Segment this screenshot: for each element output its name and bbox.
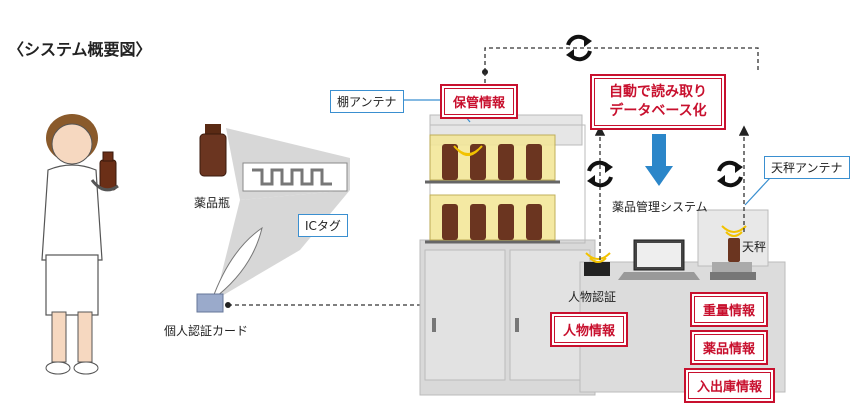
id-card-label: 個人認証カード <box>164 324 249 338</box>
page-title: 〈システム概要図〉 <box>8 40 152 59</box>
person-info-label: 人物情報 <box>554 316 625 343</box>
auto-database-box: 自動で読み取り データベース化 <box>590 74 726 130</box>
id-card-graphic <box>196 293 224 313</box>
inout-info-label: 入出庫情報 <box>688 372 772 399</box>
shelf-antenna-label: 棚アンテナ <box>330 90 404 113</box>
sync-icon <box>566 34 592 62</box>
nurse-figure <box>41 114 119 375</box>
scale-label: 天秤 <box>742 240 767 254</box>
sync-icon <box>717 160 743 188</box>
storage-info-label: 保管情報 <box>444 88 515 115</box>
cabinet-graphic <box>419 114 596 396</box>
reagent-bottle-graphic <box>199 124 227 177</box>
drug-info-box: 薬品情報 <box>690 330 769 365</box>
arrow-down-icon <box>645 134 673 186</box>
drug-info-label: 薬品情報 <box>694 334 765 361</box>
weight-info-box: 重量情報 <box>690 292 769 327</box>
inout-info-box: 入出庫情報 <box>684 368 776 403</box>
auto-db-line1: 自動で読み取り <box>609 84 707 100</box>
sync-icon <box>587 160 613 188</box>
storage-info-box: 保管情報 <box>440 84 519 119</box>
card-beam <box>210 226 263 302</box>
weight-info-label: 重量情報 <box>694 296 765 323</box>
ic-tag-graphic <box>242 162 348 192</box>
ic-tag-label: ICタグ <box>298 214 348 237</box>
person-auth-label: 人物認証 <box>568 290 617 304</box>
person-info-box: 人物情報 <box>550 312 629 347</box>
scale-antenna-label: 天秤アンテナ <box>764 156 850 179</box>
auto-db-line2: データベース化 <box>609 103 707 119</box>
bottle-label: 薬品瓶 <box>194 196 231 210</box>
system-label: 薬品管理システム <box>612 200 708 214</box>
